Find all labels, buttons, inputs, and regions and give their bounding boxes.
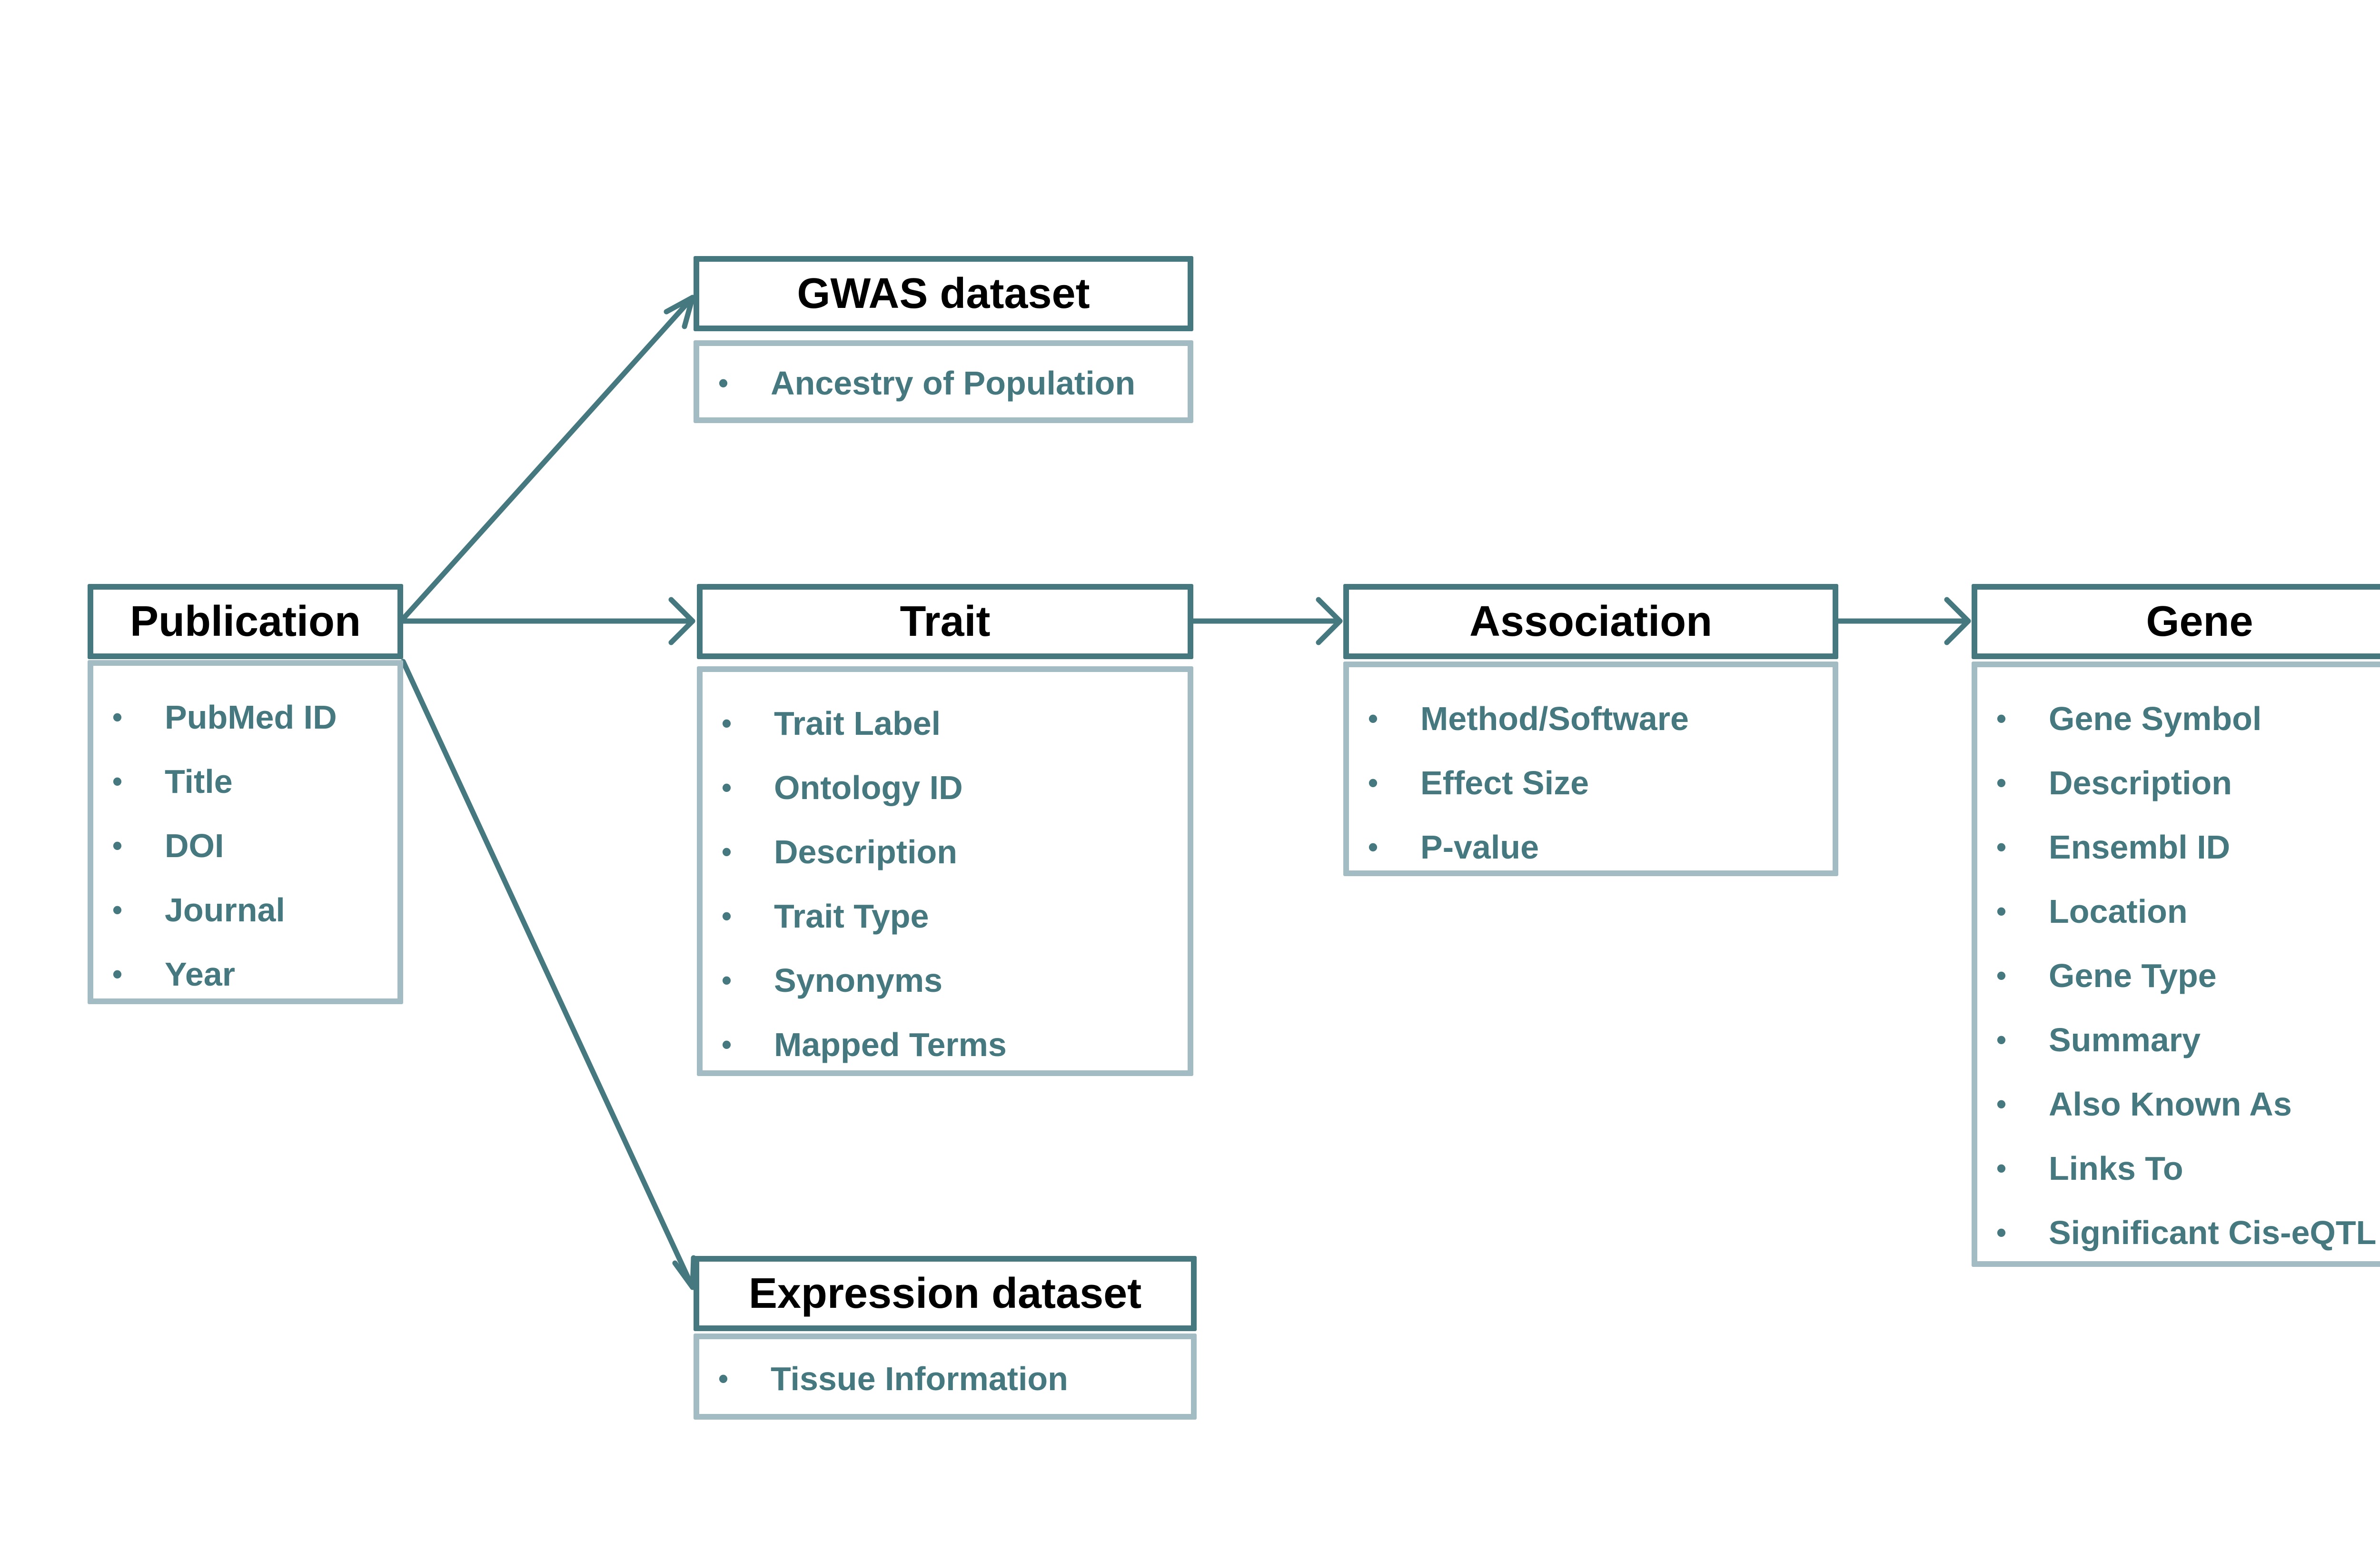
entity-title: Gene — [2146, 597, 2253, 645]
entity-attributes: • Tissue Information — [694, 1334, 1197, 1420]
attribute-label: Ancestry of Population — [771, 364, 1136, 402]
bullet-icon: • — [112, 894, 123, 926]
attribute-item: • Journal — [93, 878, 397, 942]
attribute-item: • Description — [1977, 751, 2380, 815]
arrow-trait-to-association — [1190, 597, 1343, 645]
attribute-label: Gene Symbol — [2049, 700, 2262, 737]
attribute-label: Trait Type — [774, 897, 929, 935]
attribute-label: DOI — [165, 827, 224, 864]
bullet-icon: • — [112, 958, 123, 990]
attribute-item: • Mapped Terms — [703, 1012, 1188, 1077]
attribute-label: Year — [165, 955, 235, 993]
bullet-icon: • — [1996, 1024, 2007, 1056]
bullet-icon: • — [722, 836, 732, 868]
bullet-icon: • — [722, 1028, 732, 1060]
attribute-item: • Gene Symbol — [1977, 686, 2380, 751]
entity-title: Trait — [900, 597, 991, 645]
attribute-label: Tissue Information — [771, 1360, 1068, 1397]
attribute-label: Also Known As — [2049, 1085, 2292, 1123]
attribute-item: • Links To — [1977, 1136, 2380, 1200]
attribute-label: Effect Size — [1420, 764, 1589, 801]
entity-header: GWAS dataset — [694, 256, 1193, 331]
attribute-item: • Trait Type — [703, 884, 1188, 948]
entity-attributes: • Gene Symbol • Description • Ensembl ID • L… — [1972, 662, 2380, 1267]
entity-header: Association — [1343, 584, 1838, 659]
bullet-icon: • — [1996, 959, 2007, 991]
attribute-item: • Tissue Information — [699, 1346, 1191, 1411]
attribute-item: • Ontology ID — [703, 755, 1188, 820]
attribute-label: Location — [2049, 892, 2188, 930]
entity-title: Association — [1469, 597, 1713, 645]
attribute-label: Summary — [2049, 1021, 2201, 1058]
bullet-icon: • — [718, 1363, 729, 1394]
bullet-icon: • — [1368, 767, 1378, 799]
attribute-item: • Also Known As — [1977, 1072, 2380, 1136]
attribute-label: Synonyms — [774, 961, 942, 999]
entity-attributes: • Ancestry of Population — [694, 340, 1193, 423]
attribute-item: • Effect Size — [1349, 751, 1833, 815]
attribute-label: PubMed ID — [165, 698, 337, 736]
attribute-item: • Synonyms — [703, 948, 1188, 1012]
attribute-label: Method/Software — [1420, 700, 1689, 737]
entity-header: Gene — [1972, 584, 2380, 659]
attribute-label: Journal — [165, 891, 285, 929]
attribute-label: Ensembl ID — [2049, 828, 2231, 866]
attribute-label: Gene Type — [2049, 957, 2217, 994]
bullet-icon: • — [718, 367, 729, 399]
attribute-item: • Location — [1977, 879, 2380, 943]
attribute-label: P-value — [1420, 828, 1539, 866]
attribute-label: Title — [165, 762, 233, 800]
entity-attributes: • PubMed ID • Title • DOI • Journal • Year — [88, 660, 403, 1004]
attribute-label: Description — [2049, 764, 2232, 801]
attribute-label: Significant Cis-eQTL — [2049, 1214, 2377, 1251]
arrow-publication-to-expression — [400, 659, 696, 1290]
attribute-label: Description — [774, 833, 958, 870]
attribute-item: • Description — [703, 820, 1188, 884]
entity-title: Expression dataset — [748, 1269, 1142, 1317]
attribute-label: Ontology ID — [774, 769, 963, 806]
attribute-item: • P-value — [1349, 815, 1833, 879]
entity-title: Publication — [129, 597, 361, 645]
bullet-icon: • — [1996, 895, 2007, 927]
attribute-item: • PubMed ID — [93, 685, 397, 749]
bullet-icon: • — [1996, 1216, 2007, 1248]
bullet-icon: • — [112, 765, 123, 797]
entity-title: GWAS dataset — [797, 269, 1090, 317]
bullet-icon: • — [1368, 831, 1378, 863]
entity-attributes: • Trait Label • Ontology ID • Description •… — [697, 666, 1193, 1076]
bullet-icon: • — [112, 830, 123, 861]
arrow-publication-to-trait — [400, 597, 695, 645]
attribute-label: Mapped Terms — [774, 1026, 1007, 1063]
attribute-item: • Significant Cis-eQTL — [1977, 1200, 2380, 1265]
attribute-item: • Year — [93, 942, 397, 1006]
attribute-item: • Gene Type — [1977, 943, 2380, 1008]
bullet-icon: • — [722, 900, 732, 932]
arrow-association-to-gene — [1835, 597, 1971, 645]
attribute-item: • Trait Label — [703, 691, 1188, 755]
entity-header: Publication — [88, 584, 403, 659]
attribute-item: • Summary — [1977, 1008, 2380, 1072]
bullet-icon: • — [722, 964, 732, 996]
bullet-icon: • — [1996, 1152, 2007, 1184]
entity-attributes: • Method/Software • Effect Size • P-value — [1343, 662, 1838, 876]
attribute-label: Links To — [2049, 1149, 2183, 1187]
attribute-label: Trait Label — [774, 704, 941, 742]
bullet-icon: • — [1996, 702, 2007, 734]
bullet-icon: • — [112, 701, 123, 733]
bullet-icon: • — [722, 771, 732, 803]
attribute-item: • DOI — [93, 813, 397, 878]
entity-header: Expression dataset — [694, 1256, 1197, 1331]
attribute-item: • Ensembl ID — [1977, 815, 2380, 879]
bullet-icon: • — [1996, 1088, 2007, 1120]
bullet-icon: • — [722, 707, 732, 739]
attribute-item: • Method/Software — [1349, 686, 1833, 751]
bullet-icon: • — [1368, 702, 1378, 734]
arrow-publication-to-gwas — [400, 295, 695, 622]
bullet-icon: • — [1996, 831, 2007, 863]
entity-header: Trait — [697, 584, 1193, 659]
attribute-item: • Ancestry of Population — [699, 351, 1188, 415]
attribute-item: • Title — [93, 749, 397, 813]
bullet-icon: • — [1996, 767, 2007, 799]
